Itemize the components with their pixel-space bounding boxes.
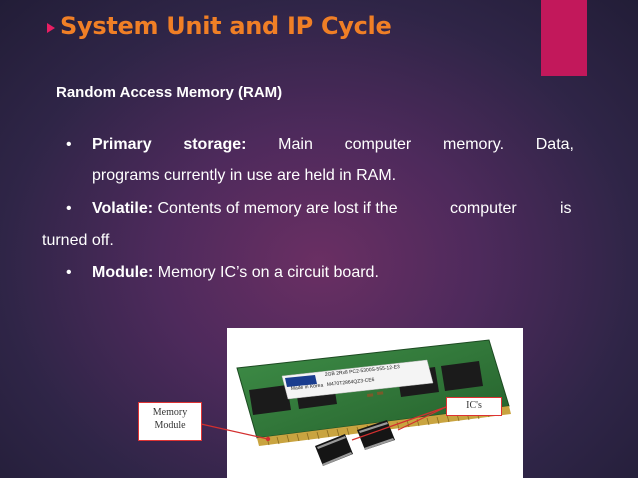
slide-subtitle: Random Access Memory (RAM) [56,84,283,101]
term-module: Module: [92,264,154,281]
bullet-volatile-line2: turned off. [42,232,114,249]
bullet-primary-line1: Primary storage: Main computer memory. D… [92,136,574,154]
bullet-volatile-line1: Volatile: Contents of memory are lost if… [92,200,398,218]
accent-bar [541,0,587,76]
term-volatile: Volatile: [92,200,154,217]
callout-memory-module: Memory Module [138,402,202,441]
word: computer [450,200,517,217]
label-line: Made in Korea [291,383,324,392]
word: memory. [442,136,505,153]
label-line: M470T2864QZ3-CE6 [327,377,375,388]
ram-module-illustration: 2GB 2Rx8 PC2-5300S-555-12-E3 Made in Kor… [236,339,511,466]
bullet-module: Module: Memory IC’s on a circuit board. [92,264,379,282]
bullet-primary-line2: programs currently in use are held in RA… [92,167,397,184]
callout-line: Memory [152,407,188,418]
callout-ics: IC's [446,397,502,416]
bullet-dot: • [66,136,72,153]
word: Data, [535,136,574,153]
slide-title: System Unit and IP Cycle [60,12,392,40]
word: computer [344,136,412,153]
bullet-volatile-text: Contents of memory are lost if the [157,200,398,217]
bullet-module-text: Memory IC’s on a circuit board. [157,264,379,281]
word: is [560,200,572,217]
loose-ic-chip [315,434,353,466]
bullet-dot: • [66,200,72,217]
word: Main [278,136,313,153]
loose-ic-chip [357,420,395,450]
bullet-dot: • [66,264,72,281]
arrow-bullet-icon [47,23,55,33]
callout-line: Module [154,420,186,431]
term-primary: Primary [92,136,152,153]
term-storage: storage: [183,136,247,153]
